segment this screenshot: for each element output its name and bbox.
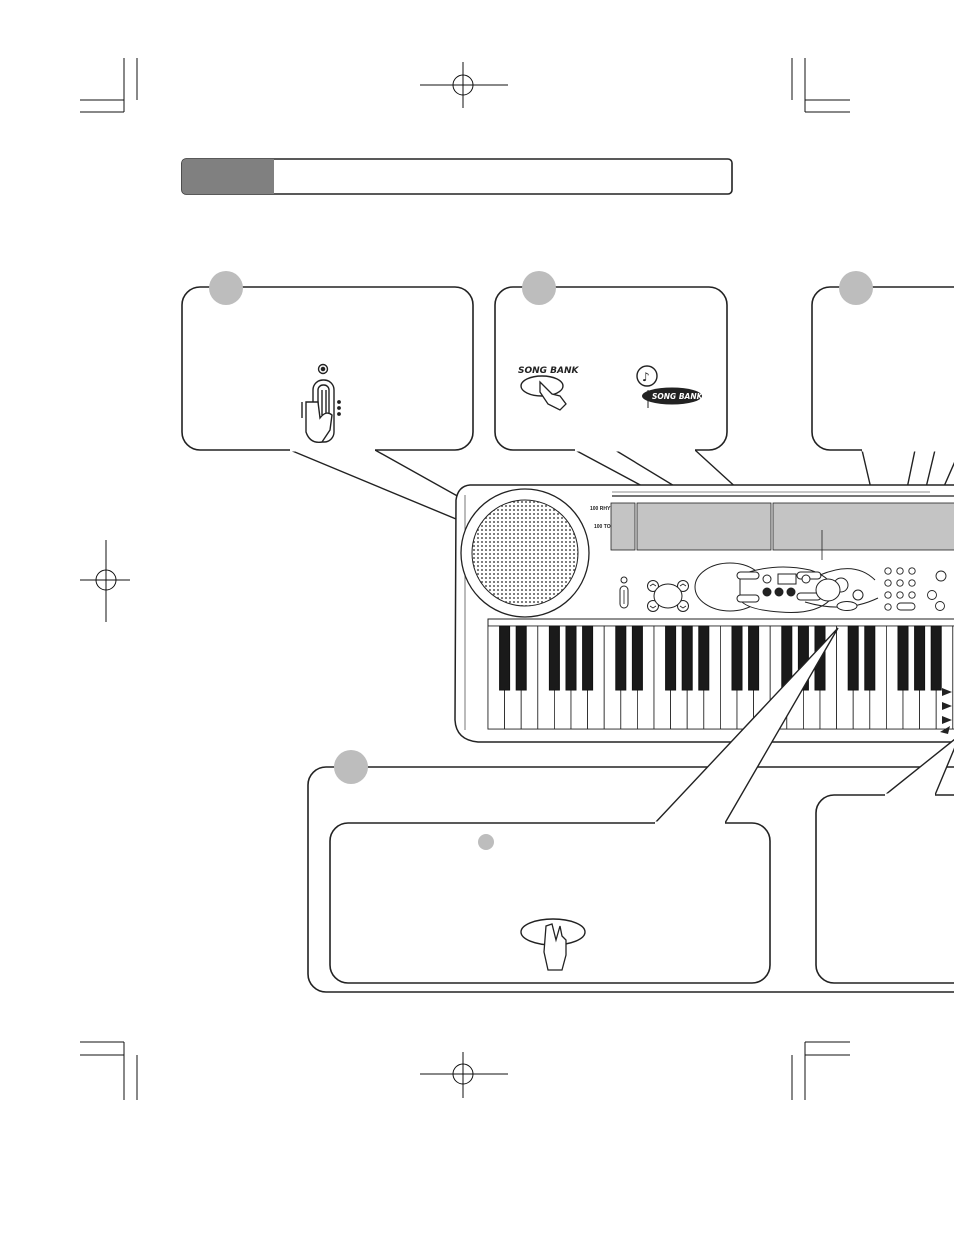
black-key xyxy=(499,625,511,691)
black-key xyxy=(748,625,760,691)
start-stop-button-icon xyxy=(520,918,586,971)
display-panel-center xyxy=(636,502,772,551)
header-bar xyxy=(181,158,733,195)
registration-target-left xyxy=(80,540,130,622)
song-bank-indicator-icon: ♪ SONG BANK xyxy=(636,365,704,408)
black-key xyxy=(930,625,942,691)
panel-label-rhythms: 100 RHYTHMS xyxy=(590,506,625,512)
white-key xyxy=(952,625,954,730)
keyboard-function-cluster xyxy=(694,562,879,613)
power-switch-icon xyxy=(301,363,341,443)
keyboard-mode-buttons xyxy=(647,580,689,612)
registration-target-top xyxy=(420,62,508,108)
black-key xyxy=(731,625,743,691)
black-key xyxy=(548,625,560,691)
black-key xyxy=(565,625,577,691)
black-key xyxy=(698,625,710,691)
key-guide-arrows xyxy=(940,688,952,734)
black-key xyxy=(797,625,809,691)
black-key xyxy=(665,625,677,691)
substep-marker xyxy=(478,834,494,850)
svg-text:♪: ♪ xyxy=(642,370,650,384)
display-panel-left xyxy=(610,502,636,551)
crop-marks xyxy=(80,58,850,1100)
song-bank-button-icon: SONG BANK xyxy=(518,366,580,411)
black-key xyxy=(847,625,859,691)
step-4-frame xyxy=(307,627,954,993)
black-key xyxy=(515,625,527,691)
black-key xyxy=(615,625,627,691)
display-panel-right xyxy=(772,502,954,551)
step-2-number-circle xyxy=(522,271,556,305)
black-key xyxy=(864,625,876,691)
keyboard-illustration: 100 RHYTHMS 100 TONES xyxy=(454,484,954,743)
registration-target-bottom xyxy=(420,1052,508,1098)
song-bank-button-label: SONG BANK xyxy=(518,366,580,376)
step-1-number-circle xyxy=(209,271,243,305)
panel-label-tones: 100 TONES xyxy=(594,524,622,530)
black-key xyxy=(897,625,909,691)
black-key xyxy=(582,625,594,691)
keyboard-power-switch xyxy=(619,576,629,609)
step-3-number-circle xyxy=(839,271,873,305)
song-bank-display-label: SONG BANK xyxy=(652,392,704,401)
header-bar-accent xyxy=(182,159,274,194)
black-key xyxy=(681,625,693,691)
keyboard-number-keypad xyxy=(884,567,947,611)
black-key xyxy=(914,625,926,691)
step-4-number-circle xyxy=(334,750,368,784)
black-key xyxy=(631,625,643,691)
